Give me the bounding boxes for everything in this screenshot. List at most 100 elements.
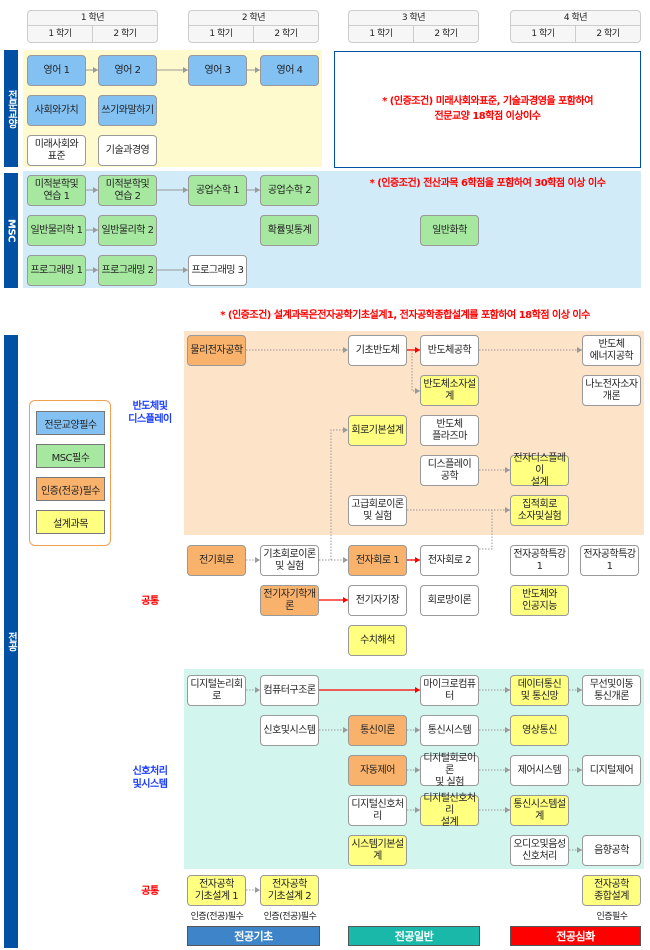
- course-box[interactable]: 일반물리학 1: [27, 215, 86, 246]
- course-box[interactable]: 전기자기장: [348, 585, 407, 616]
- course-box[interactable]: 반도체공학: [420, 335, 479, 366]
- course-box[interactable]: 전자회로 1: [348, 545, 407, 576]
- course-box[interactable]: 마이크로컴퓨터: [420, 675, 479, 706]
- course-box[interactable]: 자동제어: [348, 755, 407, 786]
- course-box[interactable]: 프로그래밍 1: [27, 255, 86, 286]
- course-box[interactable]: 회로망이론: [420, 585, 479, 616]
- course-box[interactable]: 고급회로이론 및 실험: [348, 495, 407, 526]
- course-box[interactable]: 전자공학특강1: [580, 545, 639, 576]
- footer-major-advanced: 전공심화: [510, 926, 641, 946]
- track-label-semiconductor: 반도체및 디스플레이: [128, 401, 172, 425]
- course-box[interactable]: 전자회로 2: [420, 545, 479, 576]
- course-box[interactable]: 전자공학 종합설계: [582, 875, 641, 906]
- course-box[interactable]: 반도체 에너지공학: [582, 335, 641, 366]
- semester-label: 1 학기: [349, 26, 414, 43]
- course-box[interactable]: 영어 2: [98, 55, 157, 86]
- arrow-head-icon: [183, 187, 188, 193]
- general-note-box: [334, 51, 641, 168]
- course-box[interactable]: 디지털논리회로: [187, 675, 246, 706]
- arrow-line: [411, 350, 420, 392]
- requirement-label: 인증필수: [596, 912, 628, 922]
- course-box[interactable]: 반도체와 인공지능: [510, 585, 569, 616]
- course-box[interactable]: 사회와가치: [27, 95, 86, 126]
- arrow-head-icon: [183, 267, 188, 273]
- course-box[interactable]: 확률및통계: [260, 215, 319, 246]
- course-box[interactable]: 미래사회와 표준: [27, 135, 86, 166]
- course-box[interactable]: 기초반도체: [348, 335, 407, 366]
- course-box[interactable]: 전자공학 기초설계 2: [260, 875, 319, 906]
- track-label-common: 공통: [141, 596, 159, 607]
- course-box[interactable]: 반도체소자설계: [420, 375, 479, 406]
- arrow-head-icon: [343, 427, 348, 433]
- course-box[interactable]: 프로그래밍 2: [98, 255, 157, 286]
- course-box[interactable]: 영어 4: [260, 55, 319, 86]
- general-requirement-note: * (인증조건) 미래사회와표준, 기술과경영을 포함하여 전문교양 18학점 …: [382, 96, 593, 122]
- course-box[interactable]: 수치해석: [348, 625, 407, 656]
- course-box[interactable]: 오디오및음성 신호처리: [510, 835, 569, 866]
- course-box[interactable]: 전자공학 기초설계 1: [187, 875, 246, 906]
- course-box[interactable]: 반도체 플라즈마: [420, 415, 479, 446]
- course-box[interactable]: 집적회로 소자및실험: [510, 495, 569, 526]
- course-box[interactable]: 무선및이동 통신개론: [582, 675, 641, 706]
- course-box[interactable]: 전기자기학개론: [260, 585, 319, 616]
- arrow-head-icon: [577, 687, 582, 693]
- semester-label: 2 학기: [596, 29, 620, 39]
- requirement-label: 인증(전공)필수: [190, 912, 244, 922]
- arrow-head-icon: [577, 767, 582, 773]
- course-box[interactable]: 영어 1: [27, 55, 86, 86]
- arrow-head-icon: [415, 557, 420, 563]
- arrow-head-icon: [183, 67, 188, 73]
- course-box[interactable]: 통신시스템설계: [510, 795, 569, 826]
- course-box[interactable]: 일반화학: [420, 215, 479, 246]
- course-box[interactable]: 통신시스템: [420, 715, 479, 746]
- course-box[interactable]: 영어 3: [188, 55, 247, 86]
- arrow-head-icon: [93, 267, 98, 273]
- course-box[interactable]: 제어시스템: [510, 755, 569, 786]
- course-box[interactable]: 쓰기와말하기: [98, 95, 157, 126]
- course-box[interactable]: 미적분학및 연습 2: [98, 175, 157, 206]
- arrow-line: [479, 510, 493, 550]
- arrow-head-icon: [505, 467, 510, 473]
- arrow-head-icon: [505, 727, 510, 733]
- arrow-head-icon: [343, 557, 348, 563]
- course-box[interactable]: 일반물리학 2: [98, 215, 157, 246]
- requirement-label: 인증(전공)필수: [263, 912, 317, 922]
- arrow-head-icon: [343, 347, 348, 353]
- course-box[interactable]: 미적분학및 연습 1: [27, 175, 86, 206]
- course-box[interactable]: 기술과경영: [98, 135, 157, 166]
- arrow-head-icon: [505, 687, 510, 693]
- course-box[interactable]: 신호및시스템: [260, 715, 319, 746]
- course-box[interactable]: 디지털신호처리: [348, 795, 407, 826]
- course-box[interactable]: 영상통신: [510, 715, 569, 746]
- course-box[interactable]: 통신이론: [348, 715, 407, 746]
- arrow-head-icon: [577, 847, 582, 853]
- semester-label: 2 학기: [274, 29, 298, 39]
- major-requirement-note: * (인증조건) 설계과목은전자공학기초설계1, 전자공학종합설계를 포함하여 …: [220, 310, 590, 321]
- course-box[interactable]: 디스플레이 공학: [420, 455, 479, 486]
- course-box[interactable]: 음향공학: [582, 835, 641, 866]
- course-box[interactable]: 공업수학 2: [260, 175, 319, 206]
- course-box[interactable]: 디지털회로이론 및 실험: [420, 753, 479, 788]
- course-box[interactable]: 전자디스플레이 설계: [510, 453, 569, 488]
- arrow-head-icon: [415, 388, 420, 394]
- course-box[interactable]: 회로기본설계: [348, 415, 407, 446]
- course-box[interactable]: 물리전자공학: [187, 335, 246, 366]
- course-box[interactable]: 데이터통신 및 통신망: [510, 675, 569, 706]
- course-box[interactable]: 시스템기본설계: [348, 835, 407, 866]
- course-box[interactable]: 공업수학 1: [188, 175, 247, 206]
- semester-label: 1 학기: [189, 26, 254, 43]
- footer-major-basic: 전공기초: [187, 926, 320, 946]
- course-box[interactable]: 전자공학특강1: [510, 545, 569, 576]
- course-box[interactable]: 디지털제어: [582, 755, 641, 786]
- course-box[interactable]: 컴퓨터구조론: [260, 675, 319, 706]
- course-box[interactable]: 기초회로이론 및 실험: [260, 545, 319, 576]
- course-box[interactable]: 디지털신호처리 설계: [420, 793, 479, 828]
- course-box[interactable]: 프로그래밍 3: [188, 255, 247, 286]
- course-box[interactable]: 전기회로: [187, 545, 246, 576]
- course-box[interactable]: 나노전자소자 개론: [582, 375, 641, 406]
- arrow-head-icon: [577, 347, 582, 353]
